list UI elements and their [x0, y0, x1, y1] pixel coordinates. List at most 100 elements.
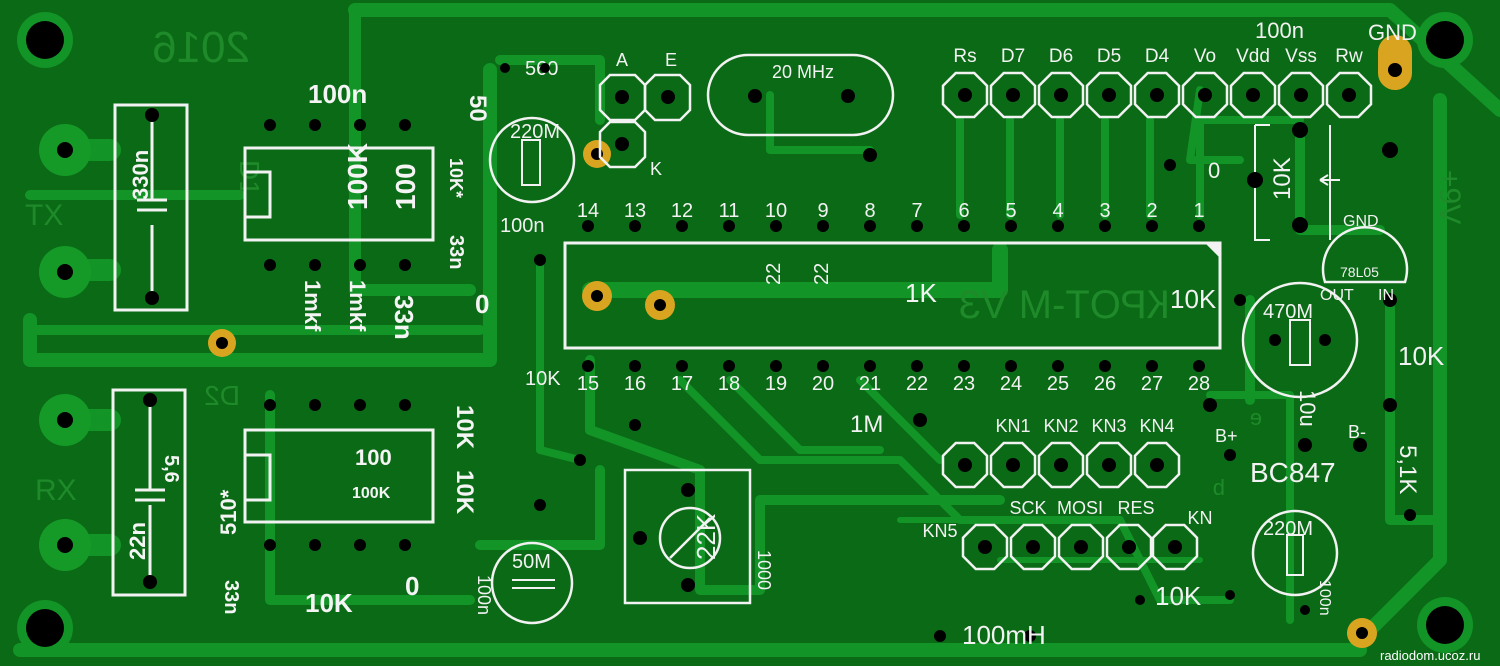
ic-pin-pad	[582, 360, 594, 372]
transistor-label: BC847	[1250, 457, 1336, 488]
button-label: SCK	[1009, 498, 1046, 518]
header-outline	[1151, 523, 1199, 571]
crystal-label: 20 MHz	[772, 62, 834, 82]
r1m-label: 1M	[850, 411, 883, 438]
ic-pin-pad	[582, 220, 594, 232]
r22-b-label: 22	[811, 263, 833, 285]
ic-pin-pad	[864, 220, 876, 232]
r100k-2-label: 100K	[352, 485, 391, 502]
ic-pin-pad	[1099, 360, 1111, 372]
e-label: e	[1250, 405, 1262, 430]
ic-pin-label: 21	[859, 373, 881, 395]
r50-label: 50	[464, 95, 491, 122]
c470m	[1241, 281, 1359, 399]
ic-pin-label: 24	[1000, 373, 1022, 395]
ic-pin-pad	[1052, 220, 1064, 232]
button-label: KN5	[922, 521, 957, 541]
header-pad	[958, 458, 972, 472]
ic-pin-pad	[911, 360, 923, 372]
year-mirrored: 2016	[152, 23, 250, 72]
c100n-top-label: 100n	[308, 79, 367, 109]
ic-pin-label: 12	[671, 200, 693, 222]
lcd-pin-label: D5	[1097, 46, 1121, 67]
ae-connector	[598, 73, 692, 169]
header-outline	[1325, 71, 1373, 119]
r510-star-label: 510*	[216, 489, 241, 535]
c220m-bot	[1251, 509, 1339, 597]
header-outline	[1037, 441, 1085, 489]
button-label: KN4	[1139, 416, 1174, 436]
r10k-a-label: 10K	[451, 405, 478, 450]
ic-pin-label: 23	[953, 373, 975, 395]
pin-k-label: K	[650, 159, 662, 179]
lcd-pin-label: D6	[1049, 46, 1073, 67]
header-outline	[1057, 523, 1105, 571]
r10k-right-label: 10K	[1398, 341, 1445, 371]
header-pad	[1102, 458, 1116, 472]
ic-pin-label: 7	[911, 200, 922, 222]
c50m	[490, 541, 574, 625]
c470m-label: 470M	[1263, 301, 1313, 323]
lcd-pot	[1247, 122, 1340, 241]
r5-1k-label: 5,1K	[1394, 445, 1421, 494]
mounting-holes	[17, 12, 1473, 656]
header-pad	[1342, 88, 1356, 102]
left-labels: 330n 22n 5,6 100n 100K 100 10K* 33n 1mkf…	[125, 79, 491, 618]
header-outline	[1085, 71, 1133, 119]
ic-pin-label: 4	[1052, 200, 1063, 222]
header-outline	[989, 71, 1037, 119]
d2-footprint	[111, 388, 187, 597]
c22n-label: 22n	[125, 522, 150, 560]
ic-pin-label: 28	[1188, 373, 1210, 395]
ic-pin-pad	[1099, 220, 1111, 232]
module-boxes	[243, 146, 435, 524]
right-mirror-labels: e b	[1213, 405, 1262, 500]
c33n-1-label: 33n	[445, 235, 467, 269]
ic-pin-label: 18	[718, 373, 740, 395]
header-outline	[989, 441, 1037, 489]
header-outline	[1037, 71, 1085, 119]
lcd-r0-label: 0	[1208, 158, 1220, 183]
ic-pin-pad	[958, 220, 970, 232]
center-rotated-labels: 22 22	[763, 263, 833, 285]
r10k-left-label: 10K	[525, 368, 561, 390]
lcd-pin-label: Vo	[1194, 46, 1216, 67]
ic-pin-pad	[817, 360, 829, 372]
ic-pin-pad	[770, 220, 782, 232]
c100n-mid-label: 100n	[500, 215, 545, 237]
ic-pin-label: 8	[864, 200, 875, 222]
ic-pin-pad	[864, 360, 876, 372]
header-pad	[1074, 540, 1088, 554]
ic-pin-pad	[1193, 360, 1205, 372]
crystal	[706, 53, 895, 137]
ic-pin-label: 15	[577, 373, 599, 395]
lcd-pin-label: D4	[1145, 46, 1170, 67]
c1mkf-b-label: 1mkf	[345, 280, 370, 332]
ic-pin-label: 2	[1146, 200, 1157, 222]
ic-pin-label: 9	[817, 200, 828, 222]
c33n-3-label: 33n	[220, 580, 242, 614]
ic-pin-pad	[629, 220, 641, 232]
z56-label: 5,6	[160, 455, 182, 483]
ic-pin-label: 3	[1099, 200, 1110, 222]
ic-pin-label: 10	[765, 200, 787, 222]
header-outline	[1181, 71, 1229, 119]
vreg-gnd-label: GND	[1343, 213, 1379, 230]
header-outline	[1133, 71, 1181, 119]
button-label: KN3	[1091, 416, 1126, 436]
lcd-pin-label: Vdd	[1236, 46, 1270, 67]
d1-footprint	[113, 103, 189, 312]
c100n-bot-label: 100n	[474, 575, 494, 615]
header-pad	[1122, 540, 1136, 554]
ic-pin-pad	[958, 360, 970, 372]
ic-pin-label: 17	[671, 373, 693, 395]
ic-pin-label: 14	[577, 200, 599, 222]
header-pad	[978, 540, 992, 554]
vreg-in-label: IN	[1378, 287, 1394, 304]
lcd-pin-label: D7	[1001, 46, 1025, 67]
r100-1-label: 100	[390, 163, 421, 210]
